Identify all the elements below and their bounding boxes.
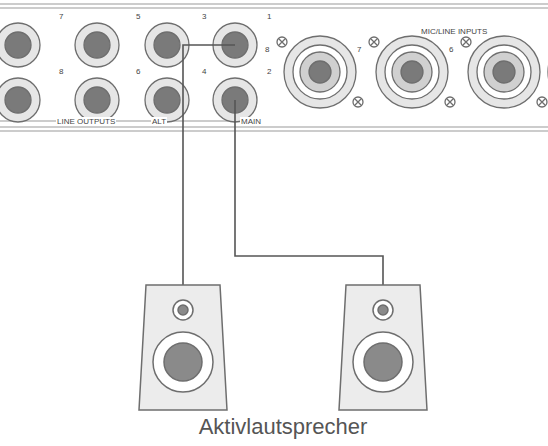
- caption: Aktivlautsprecher: [199, 414, 368, 440]
- output-number: 1: [266, 12, 272, 21]
- output-number: 4: [201, 67, 207, 76]
- section-label: MIC/LINE INPUTS: [420, 27, 488, 36]
- output-number: 2: [266, 67, 272, 76]
- output-number: 8: [58, 67, 64, 76]
- output-label: MAIN: [240, 117, 262, 126]
- output-number: 7: [58, 12, 64, 21]
- output-label: ALT: [151, 117, 167, 126]
- output-number: 3: [201, 12, 207, 21]
- input-number: 6: [448, 45, 454, 54]
- output-number: 6: [135, 67, 141, 76]
- input-number: 7: [356, 45, 362, 54]
- section-label: LINE OUTPUTS: [56, 117, 116, 126]
- output-number: 5: [135, 12, 141, 21]
- input-number: 8: [264, 45, 270, 54]
